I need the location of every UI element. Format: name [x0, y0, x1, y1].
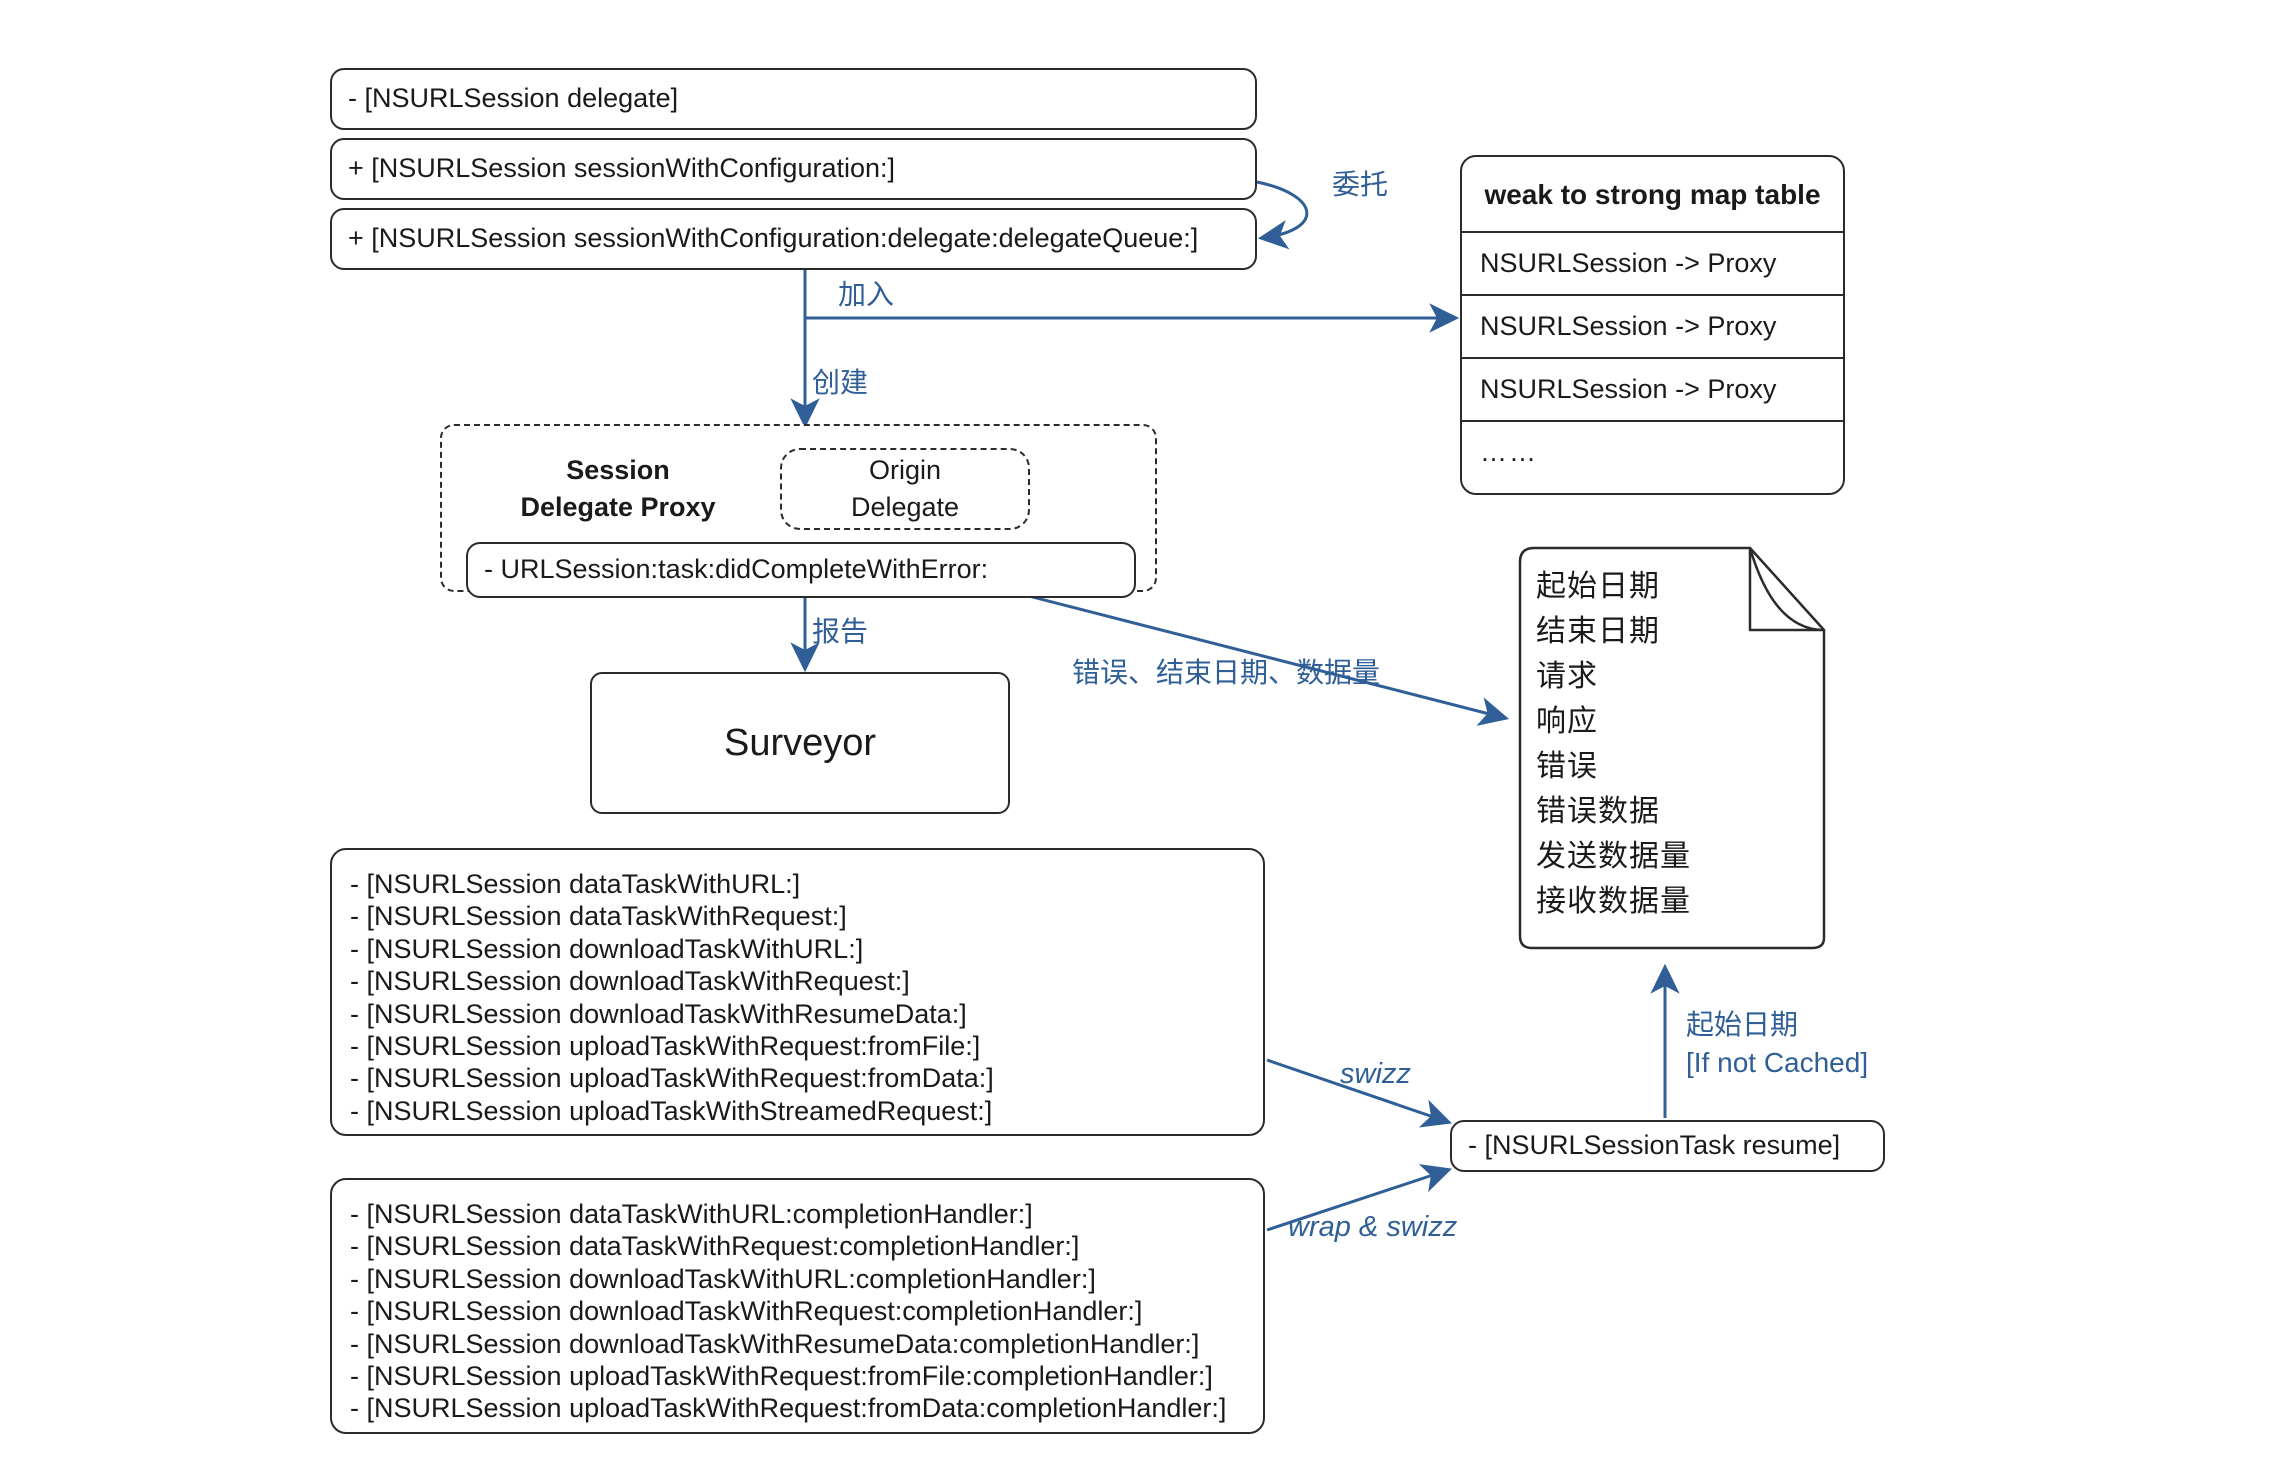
edge-label-create: 创建	[812, 367, 869, 398]
handler-method-line: - [NSURLSession dataTaskWithURL:completi…	[350, 1199, 1033, 1229]
note-line: 发送数据量	[1536, 840, 1691, 873]
origin-line1: Origin	[868, 454, 942, 485]
api-box-delegate[interactable]: - [NSURLSession delegate]	[330, 68, 1257, 130]
api-box-delegate-label: - [NSURLSession delegate]	[348, 83, 679, 114]
origin-delegate-box[interactable]: Origin Delegate	[780, 448, 1030, 530]
proxy-title-line2: Delegate Proxy	[520, 492, 716, 523]
api-box-session-with-configuration-delegate-label: + [NSURLSession sessionWithConfiguration…	[348, 223, 1199, 254]
note-line: 错误数据	[1536, 795, 1660, 828]
surveyor-box[interactable]: Surveyor	[590, 672, 1010, 814]
map-table-row: NSURLSession -> Proxy	[1462, 359, 1843, 422]
task-method-line: - [NSURLSession uploadTaskWithStreamedRe…	[350, 1095, 993, 1126]
edge-label-swizz: swizz	[1340, 1058, 1411, 1090]
resume-method-box[interactable]: - [NSURLSessionTask resume]	[1450, 1120, 1885, 1172]
task-method-line: - [NSURLSession downloadTaskWithURL:]	[350, 933, 864, 964]
handler-method-line: - [NSURLSession dataTaskWithRequest:comp…	[350, 1231, 1080, 1262]
note-line: 错误	[1536, 750, 1598, 783]
map-table-header: weak to strong map table	[1462, 157, 1843, 233]
task-method-line: - [NSURLSession uploadTaskWithRequest:fr…	[350, 1063, 994, 1094]
api-box-session-with-configuration-delegate[interactable]: + [NSURLSession sessionWithConfiguration…	[330, 208, 1257, 270]
handler-method-line: - [NSURLSession downloadTaskWithRequest:…	[350, 1296, 1143, 1327]
surveyor-label: Surveyor	[723, 721, 877, 764]
edge-label-delegate: 委托	[1332, 169, 1389, 200]
note-field-list: 起始日期 结束日期 请求 响应 错误 错误数据 发送数据量 接收数据量	[1536, 564, 1691, 924]
edge-label-start-date-group: 起始日期 [If not Cached]	[1686, 1006, 1868, 1081]
note-line: 接收数据量	[1536, 885, 1691, 918]
edge-label-error-enddate-data: 错误、结束日期、数据量	[1072, 657, 1381, 688]
proxy-method-box[interactable]: - URLSession:task:didCompleteWithError:	[466, 542, 1136, 598]
edge-label-wrap-swizz: wrap & swizz	[1288, 1211, 1458, 1243]
session-delegate-proxy-title: Session Delegate Proxy	[488, 452, 748, 527]
task-method-line: - [NSURLSession dataTaskWithRequest:]	[350, 901, 847, 932]
task-method-line: - [NSURLSession downloadTaskWithResumeDa…	[350, 998, 967, 1029]
note-shape	[1518, 546, 1826, 950]
map-table-row: NSURLSession -> Proxy	[1462, 296, 1843, 359]
map-table-row: NSURLSession -> Proxy	[1462, 233, 1843, 296]
edge-label-report: 报告	[812, 616, 869, 647]
handler-method-line: - [NSURLSession downloadTaskWithResumeDa…	[350, 1328, 1200, 1359]
task-methods-box[interactable]: - [NSURLSession dataTaskWithURL:] - [NSU…	[330, 848, 1265, 1136]
resume-method-label: - [NSURLSessionTask resume]	[1468, 1130, 1841, 1161]
origin-delegate-label: Origin Delegate	[851, 452, 959, 527]
api-box-session-with-configuration-label: + [NSURLSession sessionWithConfiguration…	[348, 153, 896, 184]
handler-method-line: - [NSURLSession downloadTaskWithURL:comp…	[350, 1263, 1096, 1294]
note-line: 起始日期	[1536, 570, 1660, 603]
edge-delegate	[1256, 180, 1309, 250]
proxy-method-label: - URLSession:task:didCompleteWithError:	[484, 554, 989, 585]
note-line: 请求	[1536, 660, 1598, 693]
edge-label-start-date: 起始日期	[1686, 1009, 1799, 1040]
note-line: 结束日期	[1536, 615, 1660, 648]
handler-method-line: - [NSURLSession uploadTaskWithRequest:fr…	[350, 1393, 1227, 1424]
weak-to-strong-map-table[interactable]: weak to strong map table NSURLSession ->…	[1460, 155, 1845, 495]
handler-methods-box[interactable]: - [NSURLSession dataTaskWithURL:completi…	[330, 1178, 1265, 1434]
edge-label-join: 加入	[838, 279, 895, 310]
map-table-row-ellipsis: ……	[1480, 437, 1538, 467]
task-method-line: - [NSURLSession dataTaskWithURL:]	[350, 869, 801, 899]
session-delegate-proxy-group[interactable]: Session Delegate Proxy Origin Delegate -…	[440, 424, 1157, 598]
edge-label-if-not-cached: [If not Cached]	[1686, 1046, 1869, 1078]
api-box-session-with-configuration[interactable]: + [NSURLSession sessionWithConfiguration…	[330, 138, 1257, 200]
task-method-line: - [NSURLSession uploadTaskWithRequest:fr…	[350, 1031, 981, 1062]
note-line: 响应	[1536, 705, 1598, 738]
collected-fields-note[interactable]: 起始日期 结束日期 请求 响应 错误 错误数据 发送数据量 接收数据量	[1512, 542, 1832, 954]
proxy-title-line1: Session	[566, 455, 670, 485]
origin-line2: Delegate	[850, 492, 960, 522]
task-method-line: - [NSURLSession downloadTaskWithRequest:…	[350, 966, 910, 997]
handler-method-line: - [NSURLSession uploadTaskWithRequest:fr…	[350, 1361, 1213, 1392]
